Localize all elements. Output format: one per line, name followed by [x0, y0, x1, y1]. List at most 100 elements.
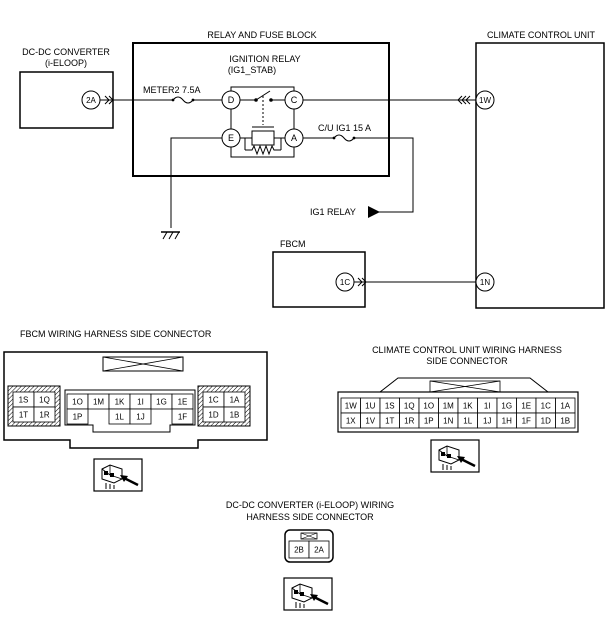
connector-pin-label: 1M: [93, 398, 104, 407]
connector-pin-label: 1C: [541, 402, 551, 411]
connector-pin-label: 1E: [521, 402, 531, 411]
connector-pin-label: 1O: [72, 398, 83, 407]
relay-switch-blade: [255, 90, 271, 101]
relay-terminal-c: C: [291, 95, 298, 105]
connector-pin-label: 1T: [19, 411, 28, 420]
view-icon-pin: [294, 590, 298, 594]
fuse-meter: [172, 96, 194, 104]
connector-chevron: [104, 95, 110, 105]
climate-unit-title: CLIMATE CONTROL UNIT: [487, 30, 596, 40]
connector-pin-cell: [223, 406, 246, 423]
cc-connector-title-line2: SIDE CONNECTOR: [426, 356, 508, 366]
fbcm-box: [272, 251, 366, 308]
cc-connector-latch-cross: [429, 380, 501, 393]
connector-pin-label: 1R: [404, 417, 414, 426]
ground-icon-hatch: [174, 231, 180, 240]
cc-connector-title-line1: CLIMATE CONTROL UNIT WIRING HARNESS: [372, 345, 562, 355]
view-icon-wires: [105, 483, 115, 489]
view-icon-pin: [447, 454, 451, 458]
view-icon-arrow-head: [120, 475, 128, 482]
fbcm-connector-mid-frame: [64, 389, 196, 433]
fbcm-connector-view-icon: [93, 458, 143, 492]
connector-pin-label: 1S: [385, 402, 395, 411]
dcdc-connector-housing: [284, 529, 334, 563]
ig1-relay-arrow: [368, 206, 380, 218]
connector-pin-label: 1E: [178, 398, 188, 407]
dcdc-connector-latch-cross: [300, 532, 318, 540]
connector-pin-label: 1G: [501, 402, 512, 411]
relay-resistor: [245, 144, 281, 156]
cc-connector-view-icon: [430, 439, 480, 473]
connector-chevron: [465, 95, 471, 105]
view-icon-arrow-shaft: [123, 476, 139, 487]
dcdc-connector-title-line1: DC-DC CONVERTER (i-ELOOP) WIRING: [226, 500, 394, 510]
cc-connector-latch-box: [429, 380, 501, 393]
relay-terminal-e: E: [228, 133, 234, 143]
climate-control-unit-box: [475, 42, 605, 309]
relay-terminal-d-circle: [221, 90, 241, 110]
connector-pin-label: 1U: [365, 402, 375, 411]
connector-pin-cell: [33, 406, 56, 423]
connector-pin-label: 1J: [136, 413, 144, 422]
dcdc-connector-latch: [300, 532, 318, 540]
connector-pin-label: 1F: [522, 417, 531, 426]
relay-block-title: RELAY AND FUSE BLOCK: [207, 30, 316, 40]
fuse-dot: [332, 136, 336, 140]
view-icon-pin: [300, 592, 304, 596]
connector-pin-label: 1O: [423, 402, 434, 411]
connector-pin-cell: [555, 412, 576, 429]
connector-pin-label: 1X: [346, 417, 356, 426]
fuse-dot: [171, 98, 175, 102]
fuse-meter-label: METER2 7.5A: [143, 85, 201, 95]
cc-terminal-1w-circle: [475, 90, 495, 110]
view-icon-frame: [93, 458, 143, 492]
connector-pin-label: 1P: [424, 417, 434, 426]
relay-terminal-a: A: [291, 133, 297, 143]
dcdc-title-line2: (i-ELOOP): [45, 58, 87, 68]
ignition-relay-title-line2: (IG1_STAB): [228, 65, 276, 75]
connector-pin-label: 1F: [178, 413, 187, 422]
connector-pin-label: 1C: [208, 396, 218, 405]
connector-chevron: [461, 95, 467, 105]
connector-pin-label: 1D: [541, 417, 551, 426]
view-icon-wires: [295, 602, 305, 608]
relay-housing: [230, 86, 295, 158]
connector-pin-label: 1Q: [39, 396, 50, 405]
connector-pin-label: 1B: [230, 411, 240, 420]
fbcm-title: FBCM: [280, 239, 306, 249]
view-icon-arrow-shaft: [460, 457, 476, 468]
dcdc-connector-title-line2: HARNESS SIDE CONNECTOR: [246, 512, 374, 522]
view-icon-arrow-shaft: [313, 595, 329, 606]
cc-connector-latch: [379, 377, 549, 393]
relay-coil: [251, 130, 275, 146]
dcdc-connector-view-icon: [283, 577, 333, 611]
connector-pin-label: 2B: [294, 546, 304, 555]
fbcm-connector-latch: [102, 356, 184, 372]
fbcm-terminal-1c: 1C: [340, 278, 350, 287]
view-icon-pin: [441, 452, 445, 456]
view-icon-arrow-head: [457, 456, 465, 463]
connector-pin-label: 1A: [230, 396, 240, 405]
connector-pin-label: 1W: [345, 402, 357, 411]
connector-pin-label: 1V: [365, 417, 375, 426]
connector-chevron: [357, 277, 363, 287]
connector-chevron: [108, 95, 114, 105]
connector-pin-label: 1L: [463, 417, 472, 426]
connector-pin-label: 1D: [208, 411, 218, 420]
ground-icon-hatch: [168, 231, 174, 240]
connector-pin-label: 1T: [385, 417, 394, 426]
cc-terminal-1w: 1W: [479, 96, 491, 105]
connector-pin-cell: [308, 540, 330, 559]
wire-e-to-ground: [170, 137, 222, 228]
connector-pin-label: 1N: [443, 417, 453, 426]
connector-pin-label: 1M: [443, 402, 454, 411]
ground-icon-hatch: [162, 231, 168, 240]
connector-pin-label: 1L: [115, 413, 124, 422]
view-icon-arrow-head: [310, 594, 318, 601]
dcdc-title-line1: DC-DC CONVERTER: [22, 47, 110, 57]
dcdc-terminal-2a: 2A: [86, 96, 96, 105]
